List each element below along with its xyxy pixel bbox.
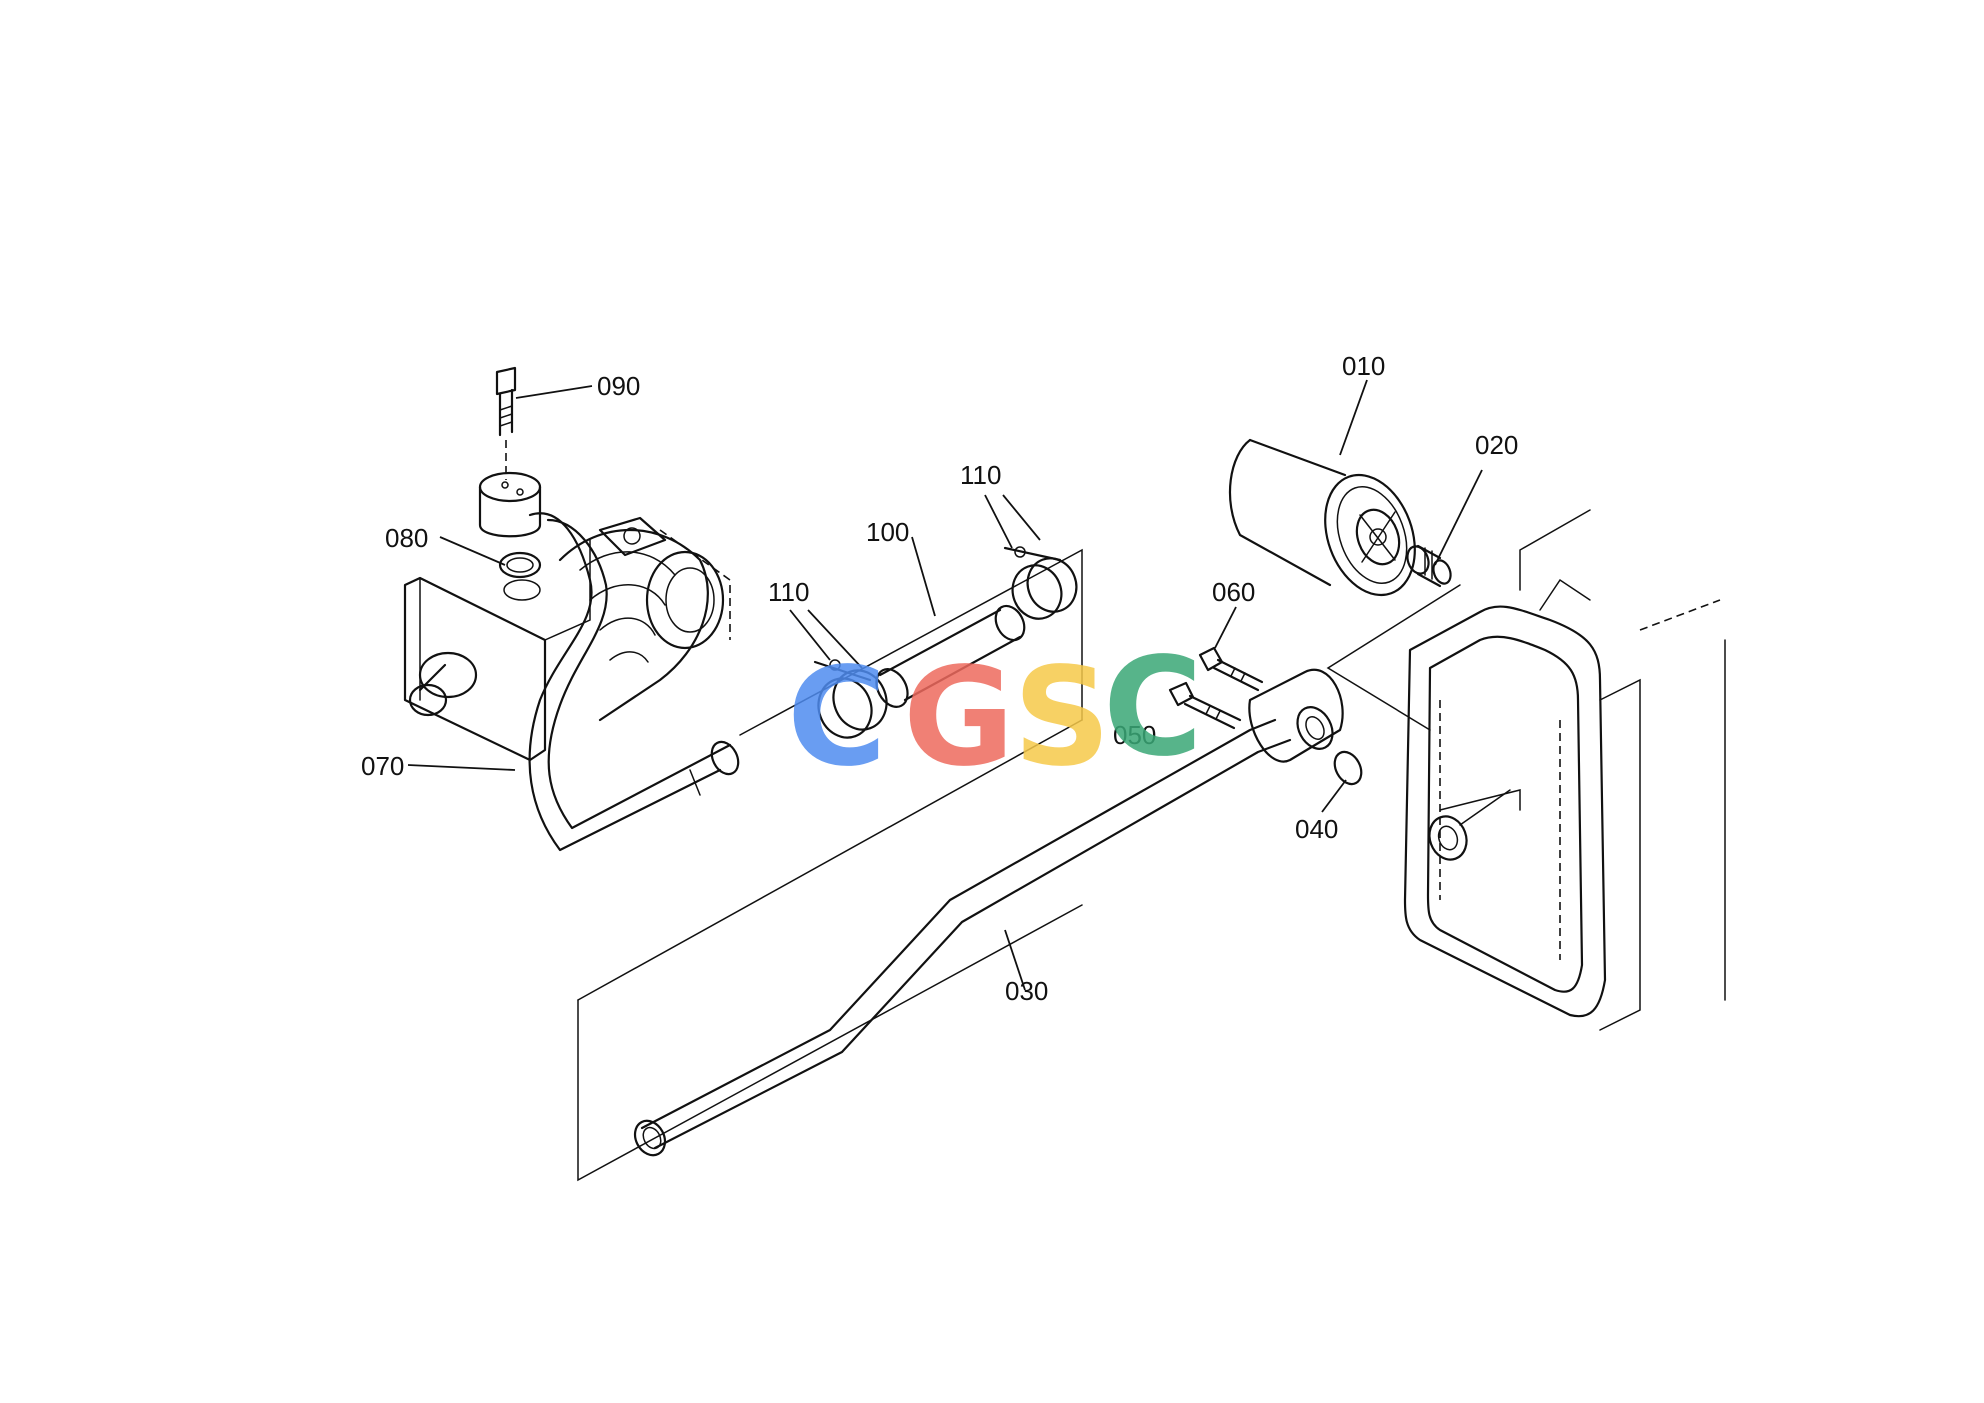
watermark-letter-c: C: [787, 639, 887, 797]
seal-ring-040: [1333, 750, 1363, 786]
watermark-letter-s: S: [1013, 639, 1111, 797]
oil-filter-010: [1228, 438, 1416, 597]
callout-030: 030: [1005, 976, 1049, 1006]
o-ring-080: [498, 551, 542, 601]
callout-010: 010: [1342, 351, 1386, 381]
callout-110-right: 110: [960, 460, 1002, 490]
callout-040: 040: [1295, 814, 1339, 844]
pipe-070: [528, 512, 740, 852]
callout-070: 070: [361, 751, 405, 781]
clamp-110-left: [813, 659, 888, 739]
hose-100: [875, 604, 1026, 708]
callout-090: 090: [597, 371, 641, 401]
callout-110-left: 110: [768, 577, 810, 607]
pipe-030: [633, 718, 1292, 1157]
transmission-housing: [1403, 509, 1726, 1031]
bolt-060: [1198, 646, 1264, 692]
fitting-block: [478, 471, 542, 538]
callout-020: 020: [1475, 430, 1519, 460]
banjo-fitting: [1248, 668, 1344, 763]
callout-080: 080: [385, 523, 429, 553]
filter-mount-outline: [1326, 584, 1461, 731]
watermark-letter-g: G: [903, 639, 1015, 797]
callout-050: 050: [1113, 720, 1157, 750]
frame-outline: [577, 548, 1083, 1182]
nipple-020: [1406, 544, 1452, 588]
callout-060: 060: [1212, 577, 1256, 607]
bolt-050: [1168, 681, 1242, 730]
clamp-110-right: [1003, 546, 1078, 620]
bolt-090: [495, 366, 517, 480]
watermark-letter-c2: C: [1103, 629, 1203, 787]
callout-100: 100: [866, 517, 910, 547]
leader-lines: [407, 379, 1483, 991]
hydraulic-pump-assembly: [403, 516, 731, 762]
